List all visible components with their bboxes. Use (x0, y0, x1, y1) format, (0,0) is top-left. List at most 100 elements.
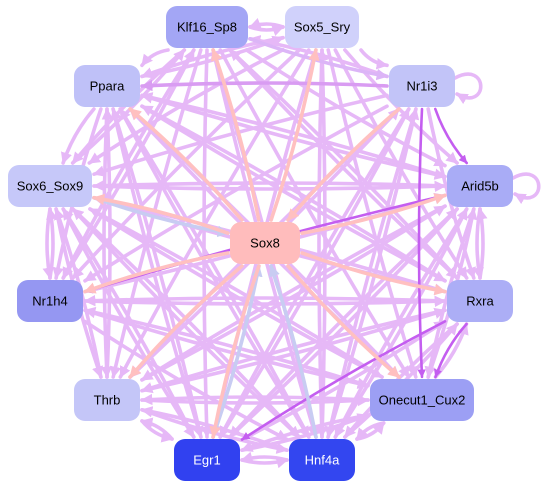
edge-egr1-to-onecut (240, 413, 370, 452)
edge-sox8-to-sox6 (92, 193, 230, 235)
node-arid5b[interactable]: Arid5b (447, 165, 513, 207)
edge-rxra-to-onecut (434, 322, 468, 379)
edge-egr1-to-thrb (140, 417, 174, 441)
node-sox5-label: Sox5_Sry (294, 20, 351, 35)
edge-egr1-to-hnf4a (240, 457, 289, 469)
node-klf16-box (166, 6, 248, 48)
edge-nr1h4-to-onecut (83, 308, 370, 389)
node-rxra[interactable]: Rxra (447, 280, 513, 322)
edge-rxra-to-arid5b (476, 207, 488, 280)
edge-sox8-to-thrb (128, 264, 244, 379)
node-sox5-box (285, 6, 359, 48)
node-arid5b-label: Arid5b (461, 179, 499, 194)
edge-egr1-to-sox6 (61, 207, 196, 439)
node-hnf4a-box (289, 439, 355, 481)
node-egr1[interactable]: Egr1 (174, 439, 240, 481)
edge-arid5b-to-sox6 (92, 179, 447, 192)
edge-hnf4a-to-sox8 (268, 264, 318, 439)
edge-hnf4a-to-onecut (355, 421, 386, 441)
edge-arid5b-to-egr1 (228, 207, 459, 439)
edge-sox5-to-hnf4a (315, 48, 328, 439)
edge-nr1i3-to-arid5b (434, 107, 468, 165)
node-ppara-label: Ppara (90, 79, 125, 94)
edge-nr1i3-to-ppara (140, 79, 389, 92)
edge-nr1i3-to-egr1 (218, 107, 411, 439)
edge-hnf4a-to-sox5 (316, 48, 329, 439)
edge-sox6-to-nr1h4 (42, 207, 54, 280)
edge-arid5b-to-rxra (472, 207, 484, 280)
node-thrb[interactable]: Thrb (74, 379, 140, 421)
edge-sox6-to-onecut (88, 207, 384, 379)
edge-hnf4a-to-sox6 (71, 207, 301, 439)
edge-nr1i3-to-onecut (417, 107, 426, 379)
node-rxra-label: Rxra (466, 294, 494, 309)
edge-sox8-to-onecut (286, 264, 401, 379)
node-hnf4a[interactable]: Hnf4a (289, 439, 355, 481)
edge-onecut-to-nr1h4 (83, 306, 370, 388)
edge-sox8-to-sox5 (269, 48, 320, 222)
edge-egr1-to-sox8 (211, 264, 263, 439)
edge-sox6-to-sox8 (92, 195, 230, 238)
edge-sox8-to-ppara (128, 107, 244, 222)
edge-sox6-to-arid5b (92, 180, 447, 193)
node-nr1h4[interactable]: Nr1h4 (17, 280, 83, 322)
node-thrb-label: Thrb (94, 393, 121, 408)
node-sox6[interactable]: Sox6_Sox9 (8, 165, 92, 207)
edge-sox8-to-klf16 (211, 48, 261, 222)
edge-hnf4a-to-ppara (118, 107, 311, 439)
node-rxra-box (447, 280, 513, 322)
node-arid5b-box (447, 165, 513, 207)
node-onecut-label: Onecut1_Cux2 (379, 393, 466, 408)
node-egr1-label: Egr1 (193, 453, 220, 468)
edge-rxra-to-egr1 (240, 320, 447, 441)
node-thrb-box (74, 379, 140, 421)
edge-sox8-to-egr1 (209, 264, 261, 439)
edge-klf16-to-sox5 (248, 25, 285, 36)
node-sox8[interactable]: Sox8 (230, 222, 300, 264)
edge-layer (42, 18, 541, 469)
node-egr1-box (174, 439, 240, 481)
node-nr1i3-box (389, 65, 455, 107)
node-hnf4a-label: Hnf4a (305, 453, 340, 468)
edge-rxra-to-ppara (140, 104, 447, 283)
edge-arid5b-to-arid5b (511, 172, 541, 205)
edge-hnf4a-to-egr1 (240, 451, 289, 463)
edge-arid5b-to-ppara (140, 92, 447, 179)
node-sox5[interactable]: Sox5_Sry (285, 6, 359, 48)
edge-klf16-to-ppara (140, 48, 170, 68)
node-klf16-label: Klf16_Sp8 (177, 20, 237, 35)
edge-sox5-to-thrb (118, 48, 311, 379)
edge-hnf4a-to-nr1i3 (326, 107, 420, 439)
edge-hnf4a-to-arid5b (333, 207, 469, 439)
node-sox8-label: Sox8 (250, 236, 280, 251)
node-onecut[interactable]: Onecut1_Cux2 (370, 379, 474, 421)
node-nr1h4-label: Nr1h4 (32, 294, 67, 309)
node-ppara-box (74, 65, 140, 107)
node-sox6-box (8, 165, 92, 207)
edge-nr1h4-to-rxra (83, 295, 447, 308)
node-onecut-box (370, 379, 474, 421)
edge-sox8-to-arid5b (300, 193, 447, 235)
edge-rxra-to-nr1h4 (83, 294, 447, 307)
node-sox6-label: Sox6_Sox9 (17, 179, 84, 194)
edge-sox8-to-nr1h4 (83, 251, 230, 294)
node-klf16[interactable]: Klf16_Sp8 (166, 6, 248, 48)
node-ppara[interactable]: Ppara (74, 65, 140, 107)
edge-nr1h4-to-sox6 (46, 207, 58, 280)
edge-ppara-to-sox6 (60, 107, 96, 165)
edge-sox8-to-rxra (300, 251, 447, 296)
edge-egr1-to-arid5b (228, 207, 459, 439)
edge-sox5-to-nr1i3 (359, 48, 389, 70)
node-sox8-box (230, 222, 300, 264)
edge-nr1i3-to-nr1i3 (453, 72, 483, 105)
edge-klf16-to-egr1 (200, 48, 213, 439)
edge-egr1-to-nr1i3 (218, 107, 411, 439)
edge-nr1h4-to-klf16 (61, 48, 196, 280)
edge-ppara-to-arid5b (140, 93, 447, 180)
edge-sox5-to-klf16 (248, 18, 285, 29)
node-nr1h4-box (17, 280, 83, 322)
edge-klf16-to-onecut (218, 48, 411, 379)
node-nr1i3[interactable]: Nr1i3 (389, 65, 455, 107)
